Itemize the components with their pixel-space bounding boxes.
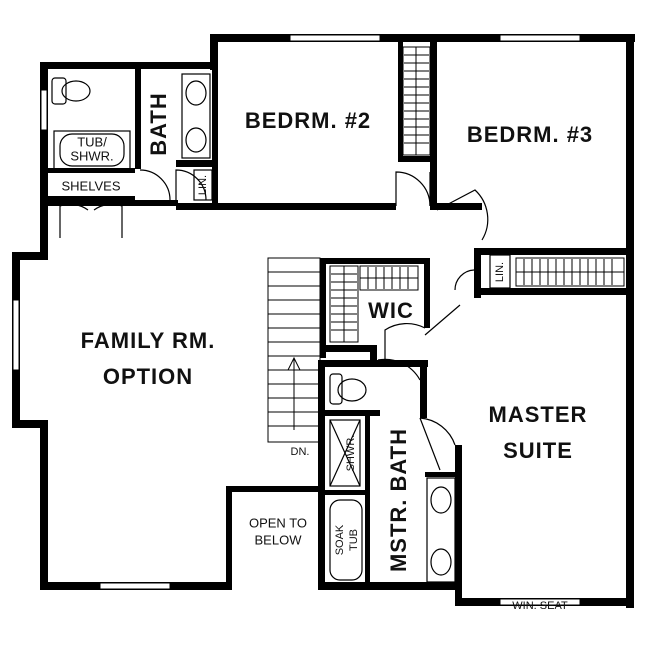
- linen-upper-label: LIN.: [197, 175, 209, 195]
- tub-shower-label-line2: SHWR.: [70, 148, 113, 163]
- open-to-below-label-line1: OPEN TO: [249, 515, 307, 530]
- family-room-label-line1: FAMILY RM.: [81, 328, 216, 353]
- doors: [59, 169, 489, 471]
- family-room-label-line2: OPTION: [103, 364, 193, 389]
- shelves-label: SHELVES: [61, 178, 120, 193]
- room-labels: BEDRM. #2 BEDRM. #3 BATH LIN. LIN. TUB/ …: [61, 92, 593, 612]
- wic-label: WIC: [368, 298, 414, 323]
- soak-tub-label-line1: SOAK: [334, 524, 346, 555]
- staircase: [267, 257, 321, 443]
- shower-label: SHWR.: [345, 435, 357, 472]
- closet-rods: [329, 46, 625, 343]
- tub-shower-label-line1: TUB/: [77, 134, 107, 149]
- bedroom-3-label: BEDRM. #3: [467, 122, 593, 147]
- bedroom-2-label: BEDRM. #2: [245, 108, 371, 133]
- soak-tub-label-line2: TUB: [348, 529, 360, 551]
- bath-label: BATH: [146, 92, 171, 155]
- open-to-below-label-line2: BELOW: [255, 532, 303, 547]
- plumbing-fixtures: [51, 73, 511, 583]
- stair-down-label: DN.: [291, 446, 310, 458]
- master-suite-label-line1: MASTER: [489, 402, 588, 427]
- window-seat-label: WIN. SEAT: [512, 600, 568, 612]
- linen-right-label: LIN.: [494, 262, 506, 282]
- interior-walls: [48, 42, 634, 590]
- windows: [12, 34, 581, 606]
- master-bath-label: MSTR. BATH: [386, 428, 411, 572]
- master-suite-label-line2: SUITE: [503, 438, 573, 463]
